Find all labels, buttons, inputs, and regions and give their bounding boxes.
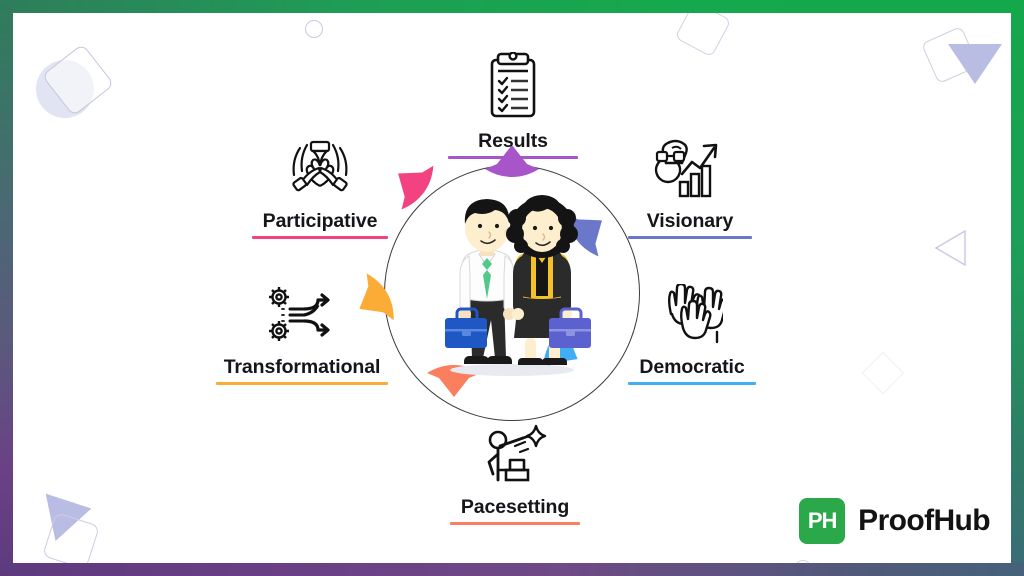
- frame-border-right: [1011, 0, 1024, 576]
- style-node-visionary[interactable]: Visionary: [628, 138, 752, 240]
- style-node-transformational[interactable]: Transformational: [216, 284, 388, 386]
- decorative-triangle-outline-right: [932, 228, 968, 268]
- decorative-triangle-filled-topright: [948, 44, 1002, 84]
- style-underline-transformational: [216, 382, 388, 386]
- style-underline-pacesetting: [450, 522, 580, 526]
- center-illustration: [407, 188, 617, 398]
- style-underline-participative: [252, 236, 388, 240]
- proofhub-logo-mark-text: PH: [807, 508, 838, 533]
- style-label-transformational: Transformational: [223, 356, 381, 378]
- style-label-results: Results: [478, 130, 548, 152]
- style-node-participative[interactable]: Participative: [252, 138, 388, 240]
- style-underline-democratic: [628, 382, 756, 386]
- style-underline-results: [448, 156, 578, 160]
- person-climbing-steps-star-icon: [450, 424, 580, 491]
- binoculars-growth-chart-icon: [628, 138, 752, 205]
- style-label-visionary: Visionary: [646, 210, 734, 232]
- frame-border-top: [0, 0, 1024, 13]
- style-label-participative: Participative: [262, 210, 378, 232]
- style-label-democratic: Democratic: [639, 356, 745, 378]
- proofhub-logo-text: ProofHub: [858, 504, 990, 537]
- style-label-pacesetting: Pacesetting: [460, 496, 570, 518]
- style-node-pacesetting[interactable]: Pacesetting: [450, 424, 580, 526]
- style-node-results[interactable]: Results: [448, 51, 578, 160]
- frame-border-left: [0, 0, 13, 576]
- proofhub-logo-mark: PH: [799, 498, 846, 544]
- decorative-circle-outline-top: [305, 20, 323, 38]
- style-node-democratic[interactable]: Democratic: [628, 282, 756, 386]
- hands-together-teamwork-icon: [252, 138, 388, 205]
- proofhub-logo[interactable]: PH ProofHub: [799, 498, 991, 544]
- gears-arrows-icon: [216, 284, 388, 351]
- clipboard-checklist-icon: [448, 51, 578, 125]
- frame-border-bottom: [0, 563, 1024, 576]
- raised-hands-icon: [628, 282, 756, 351]
- style-underline-visionary: [628, 236, 752, 240]
